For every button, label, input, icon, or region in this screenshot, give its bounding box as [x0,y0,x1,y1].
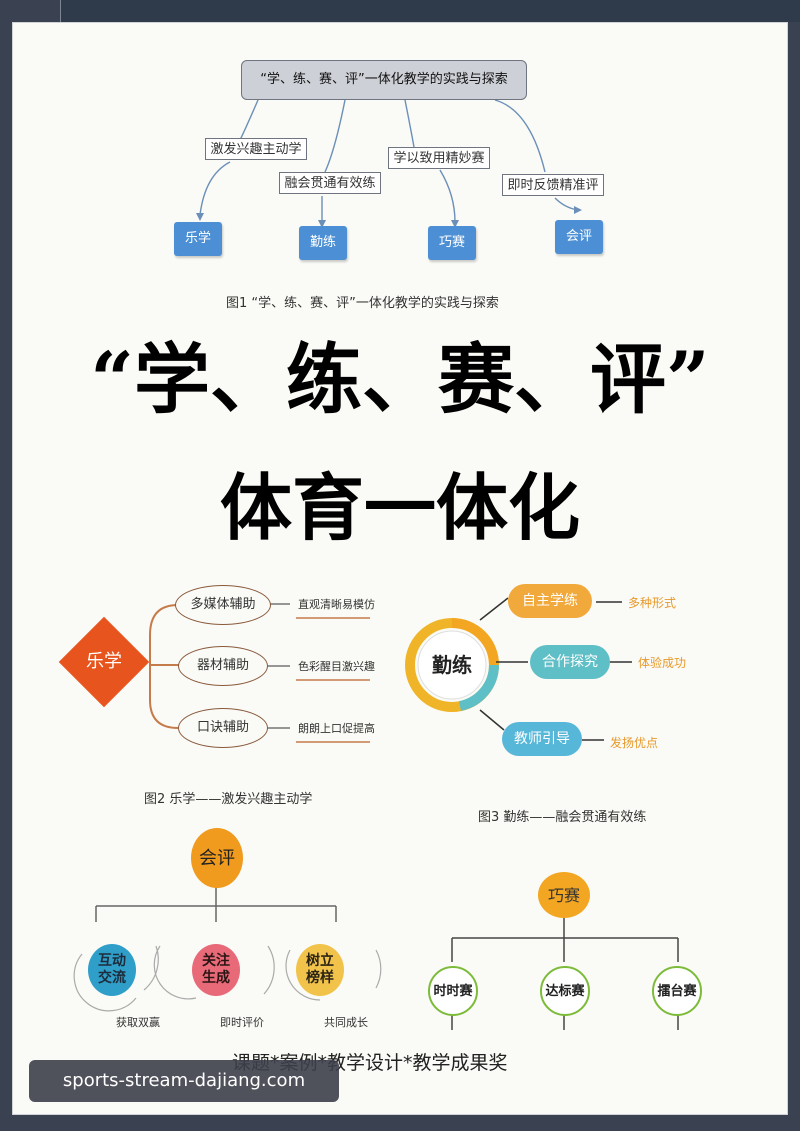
fig1-node-qiaosai: 巧赛 [428,226,476,260]
fig2-note-3: 朗朗上口促提高 [298,722,375,735]
fig4-note-3: 共同成长 [324,1016,368,1029]
fig1-root-box: “学、练、赛、评”一体化教学的实践与探索 [241,60,527,100]
fig1-branch-label-4: 即时反馈精准评 [502,174,604,196]
main-title-line2: 体育一体化 [219,465,580,550]
fig5-center: 巧赛 [538,872,590,918]
fig1-node-huiping: 会评 [555,220,603,254]
main-title-line1: “学、练、赛、评” [90,335,710,424]
fig3-note-2: 体验成功 [638,656,687,670]
fig2-note-1: 直观清晰易模仿 [298,598,375,611]
fig4-item-3: 树立 榜样 [296,944,344,996]
fig5-item-1: 时时赛 [428,966,478,1016]
fig1-caption: 图1 “学、练、赛、评”一体化教学的实践与探索 [226,296,499,311]
fig3-graphic [405,597,632,741]
fig2-center-label: 乐学 [86,651,122,672]
fig4-item-1: 互动 交流 [88,944,136,996]
fig3-item-3: 教师引导 [502,722,582,756]
fig3-item-1: 自主学练 [508,584,592,618]
fig1-branch-label-1: 激发兴趣主动学 [205,138,307,160]
fig1-branch-label-2: 融会贯通有效练 [279,172,381,194]
fig3-center-label: 勤练 [432,653,472,677]
fig3-note-3: 发扬优点 [610,736,659,750]
fig2-item-3: 口诀辅助 [178,708,268,748]
fig2-connectors [149,603,370,743]
fig5-item-2: 达标赛 [540,966,590,1016]
fig3-item-2: 合作探究 [530,645,610,679]
watermark-badge: sports-stream-dajiang.com [29,1060,339,1102]
fig2-item-1: 多媒体辅助 [175,585,271,625]
top-window-strip-right [618,0,800,22]
fig3-caption: 图3 勤练——融会贯通有效练 [478,810,647,825]
fig4-note-2: 即时评价 [220,1016,264,1029]
fig2-item-2: 器材辅助 [178,646,268,686]
fig2-caption: 图2 乐学——激发兴趣主动学 [144,792,313,807]
fig2-note-2: 色彩醒目激兴趣 [298,660,375,673]
fig3-note-1: 多种形式 [628,596,677,610]
fig1-branch-label-3: 学以致用精妙赛 [388,147,490,169]
fig5-item-3: 擂台赛 [652,966,702,1016]
fig1-node-lexue: 乐学 [174,222,222,256]
fig4-connectors [73,886,382,1012]
fig4-center: 会评 [191,828,243,888]
fig4-item-2: 关注 生成 [192,944,240,996]
fig1-root-text: “学、练、赛、评”一体化教学的实践与探索 [260,72,508,87]
fig1-connectors [196,99,582,228]
fig1-node-qinlian: 勤练 [299,226,347,260]
fig4-note-1: 获取双赢 [116,1016,160,1029]
document-page [12,22,788,1115]
